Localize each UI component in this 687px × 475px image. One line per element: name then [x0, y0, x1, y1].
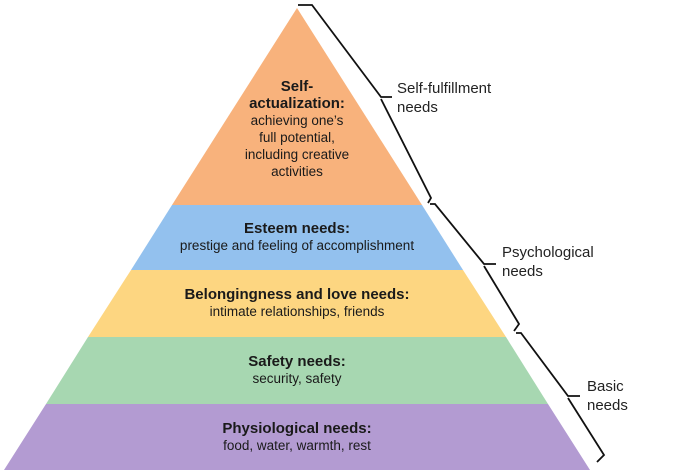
group-label-line: needs [502, 263, 543, 280]
level-description: prestige and feeling of accomplishment [179, 238, 415, 253]
layer-esteem [131, 205, 463, 270]
level-description: intimate relationships, friends [209, 304, 385, 319]
brace-psychological [430, 203, 521, 332]
group-label-basic: Basic needs [587, 377, 628, 415]
level-title: Physiological needs: [222, 420, 372, 437]
level-esteem: Esteem needs: prestige and feeling of ac… [180, 220, 414, 254]
level-title: Belongingness and love needs: [184, 286, 410, 303]
level-description: security, safety [252, 371, 342, 386]
level-description-line: activities [271, 164, 323, 179]
level-title-line: actualization: [249, 95, 345, 112]
level-belongingness: Belongingness and love needs: intimate r… [184, 286, 409, 320]
layer-belongingness [88, 270, 506, 337]
group-label-line: Self-fulfillment [397, 80, 492, 97]
group-label-self-fulfillment: Self-fulfillment needs [397, 79, 491, 117]
level-title: Esteem needs: [244, 220, 350, 237]
layer-safety [46, 337, 548, 404]
brace-self-fulfillment [298, 4, 433, 204]
layer-self-actualization [172, 8, 422, 205]
group-label-line: Basic [587, 378, 624, 395]
group-label-line: needs [587, 397, 628, 414]
level-description-line: including creative [244, 147, 350, 162]
level-description-line: full potential, [259, 130, 335, 145]
layer-physiological [4, 404, 590, 470]
level-self-actualization: Self- actualization: achieving one’s ful… [245, 78, 349, 180]
level-physiological: Physiological needs: food, water, warmth… [222, 420, 371, 454]
level-title-line: Self- [280, 78, 314, 95]
group-label-psychological: Psychological needs [502, 243, 594, 281]
level-description-line: achieving one’s [250, 113, 344, 128]
brace-basic [516, 332, 606, 463]
group-label-line: Psychological [502, 244, 594, 261]
level-title: Safety needs: [248, 353, 346, 370]
group-label-line: needs [397, 99, 438, 116]
level-safety: Safety needs: security, safety [248, 353, 346, 387]
level-description: food, water, warmth, rest [223, 438, 371, 453]
